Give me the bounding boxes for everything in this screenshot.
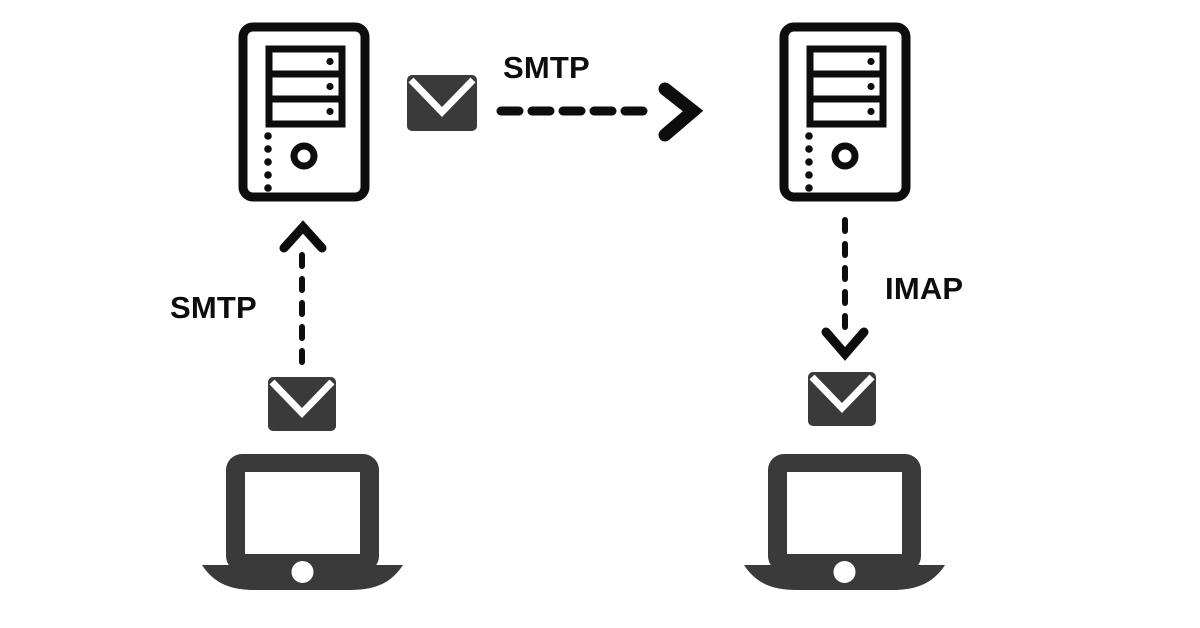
server-tower-right[interactable]	[779, 22, 911, 202]
smtp-relay-label: SMTP	[503, 50, 590, 85]
server-tower-left[interactable]	[238, 22, 370, 202]
imap-download-label: IMAP	[885, 271, 964, 306]
smtp-upload-arrow	[278, 218, 330, 366]
laptop-left[interactable]	[200, 452, 405, 592]
smtp-relay-arrow	[496, 82, 707, 145]
imap-download-arrow	[818, 216, 872, 364]
smtp-upload-label: SMTP	[170, 290, 257, 325]
laptop-right[interactable]	[742, 452, 947, 592]
envelope-inbox	[808, 372, 876, 426]
envelope-in-transit	[407, 75, 477, 131]
envelope-outbox	[268, 377, 336, 431]
